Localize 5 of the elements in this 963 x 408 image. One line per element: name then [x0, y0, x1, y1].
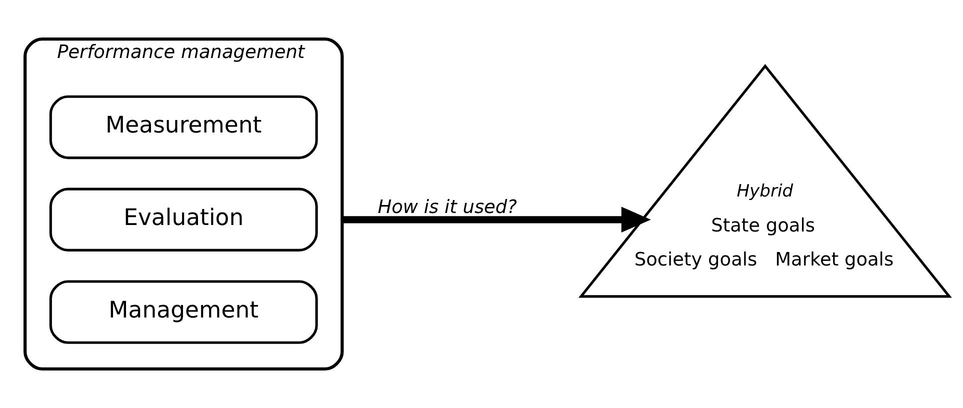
- node-box: Management: [49, 280, 318, 344]
- edge-label: How is it used?: [378, 197, 517, 218]
- node-box: Measurement: [49, 95, 318, 160]
- arrow: [342, 206, 651, 233]
- node-box: Evaluation: [49, 188, 318, 252]
